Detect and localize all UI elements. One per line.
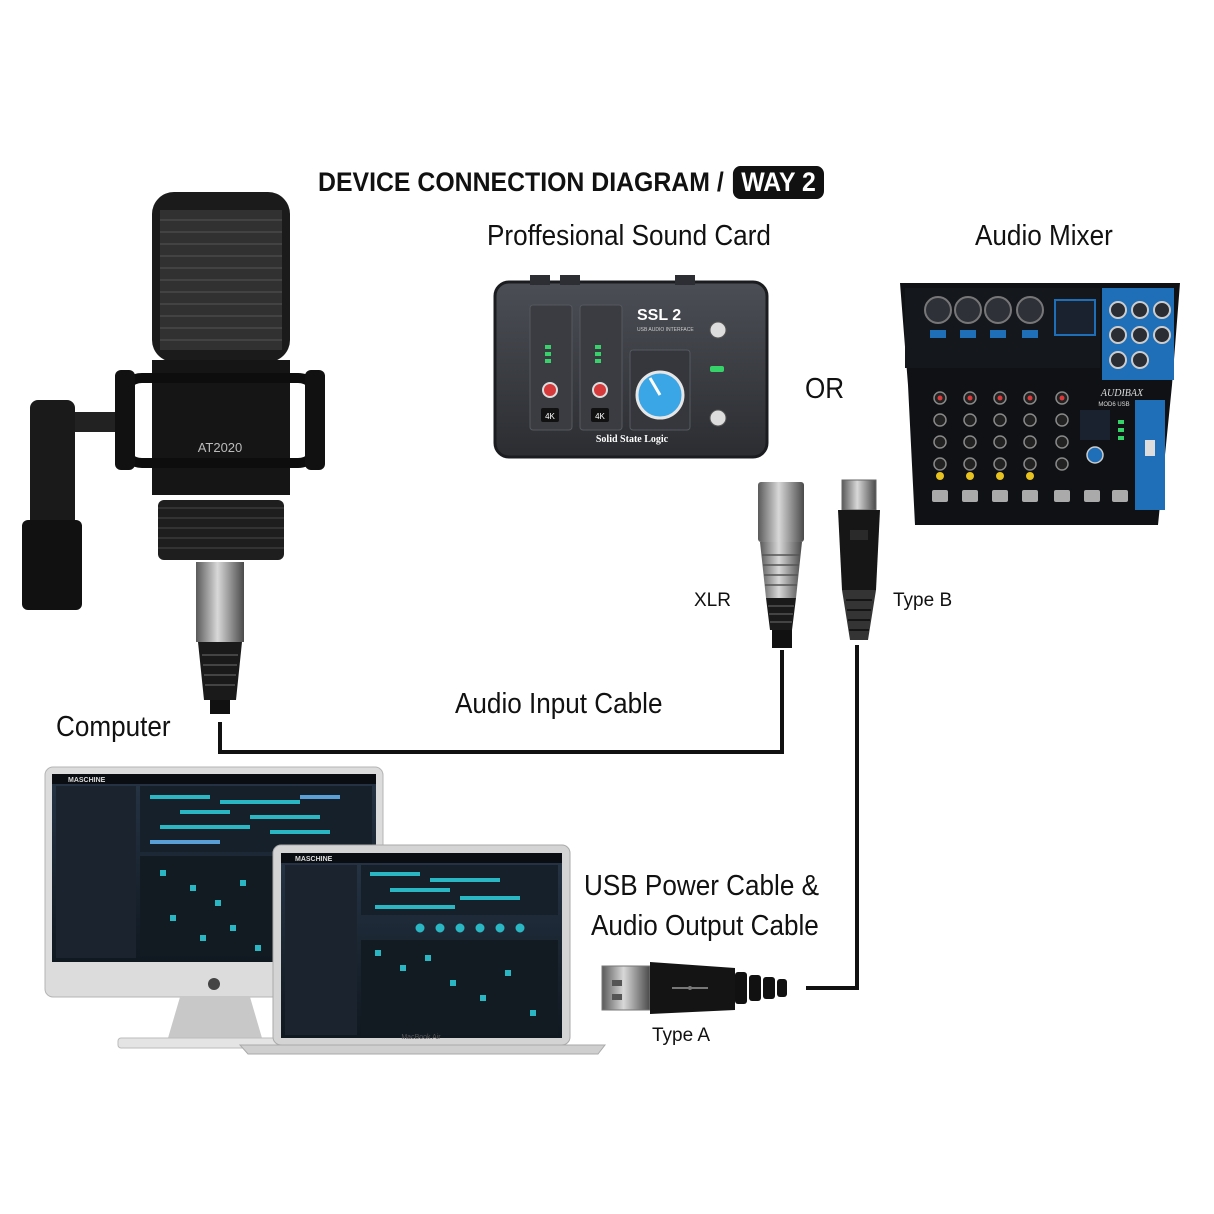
mixer-model-text: MOD6 USB bbox=[1098, 402, 1129, 408]
mixer-brand-text: AUDIBAX bbox=[1100, 388, 1144, 399]
title-text: DEVICE CONNECTION DIAGRAM / bbox=[318, 166, 724, 197]
diagram-title: DEVICE CONNECTION DIAGRAM / WAY 2 bbox=[318, 162, 825, 202]
ssl-model-text: SSL 2 bbox=[637, 307, 681, 324]
desktop-computer: MASCHINE bbox=[44, 766, 384, 1049]
audio-mixer-label: Audio Mixer bbox=[975, 220, 1113, 252]
xlr-connector-icon bbox=[758, 482, 804, 648]
ssl-4k-label-2: 4K bbox=[595, 412, 605, 421]
imac-daw-name: MASCHINE bbox=[68, 777, 106, 784]
audio-input-cable-label: Audio Input Cable bbox=[455, 688, 663, 720]
usb-power-cable-label: USB Power Cable & bbox=[584, 870, 820, 902]
audio-output-cable-label: Audio Output Cable bbox=[591, 910, 819, 942]
ssl2-sound-card: 4K 4K SSL 2 USB AUDIO INTERFACE Solid St… bbox=[493, 275, 769, 459]
mic-model-text: AT2020 bbox=[198, 440, 243, 455]
sound-card-label: Proffesional Sound Card bbox=[487, 220, 771, 252]
xlr-label: XLR bbox=[694, 590, 731, 611]
usb-cable bbox=[806, 645, 859, 990]
mixer-knobs bbox=[932, 391, 1128, 502]
or-label: OR bbox=[805, 373, 845, 405]
audio-input-cable bbox=[218, 650, 784, 754]
condenser-microphone: AT2020 bbox=[22, 192, 325, 714]
laptop-computer: MASCHINE MacBook Air bbox=[238, 844, 607, 1055]
ssl-subtitle-text: USB AUDIO INTERFACE bbox=[637, 327, 694, 333]
laptop-daw-name: MASCHINE bbox=[295, 856, 333, 863]
type-b-label: Type B bbox=[893, 590, 953, 611]
ssl-4k-label-1: 4K bbox=[545, 412, 555, 421]
laptop-name-text: MacBook Air bbox=[401, 1034, 441, 1041]
way-badge: WAY 2 bbox=[732, 165, 825, 199]
computer-label: Computer bbox=[56, 711, 171, 743]
usb-type-b-icon bbox=[838, 479, 880, 640]
audio-mixer: AUDIBAX MOD6 USB bbox=[900, 283, 1180, 525]
usb-type-a-icon bbox=[601, 962, 787, 1014]
ssl-brand-text: Solid State Logic bbox=[596, 434, 669, 445]
type-a-label: Type A bbox=[652, 1025, 711, 1046]
